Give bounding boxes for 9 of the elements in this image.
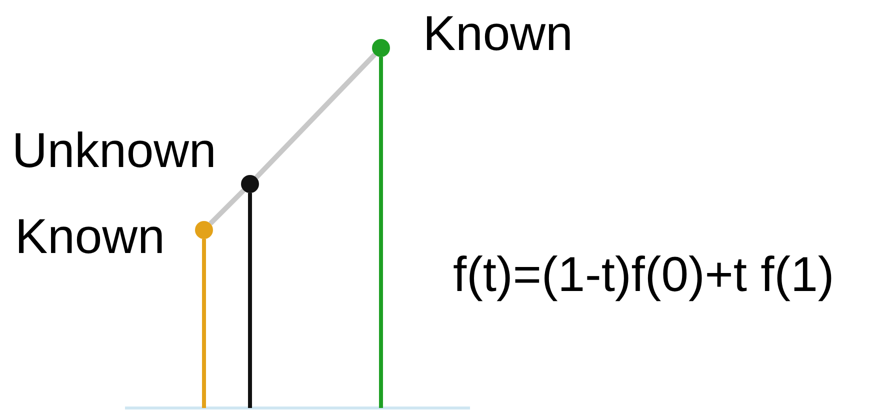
point-dot xyxy=(195,221,213,239)
connector-line xyxy=(254,52,377,180)
point-label: Known xyxy=(15,213,165,262)
point-label: Known xyxy=(423,10,573,59)
point-label: Unknown xyxy=(12,127,216,176)
point-dot xyxy=(241,175,259,193)
connector-line xyxy=(208,188,246,226)
point-dot xyxy=(372,39,390,57)
formula-text: f(t)=(1-t)f(0)+t f(1) xyxy=(453,251,834,300)
